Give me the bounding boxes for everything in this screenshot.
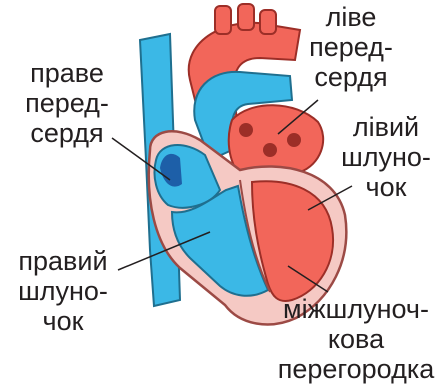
pulmonary-vein-opening: [263, 143, 277, 157]
label-line: сердя: [8, 118, 126, 148]
aortic-branch-1: [215, 6, 231, 34]
label-line: праве: [8, 58, 126, 88]
label-right-ventricle: правий шлуно- чок: [4, 246, 122, 336]
label-line: чок: [330, 172, 442, 202]
aortic-branch-3: [260, 10, 276, 34]
left-atrium: [229, 105, 323, 176]
label-line: міжшлуноч-: [270, 294, 442, 324]
pulmonary-vein-opening: [239, 123, 253, 137]
label-line: сердя: [292, 62, 410, 92]
label-septum: міжшлуноч- кова перегородка: [270, 294, 442, 384]
label-line: перегородка: [270, 354, 442, 384]
label-line: перед-: [292, 32, 410, 62]
label-line: правий: [4, 246, 122, 276]
label-line: лівий: [330, 112, 442, 142]
label-left-ventricle: лівий шлуно- чок: [330, 112, 442, 202]
pulmonary-vein-opening: [287, 133, 301, 147]
label-right-atrium: праве перед- сердя: [8, 58, 126, 148]
label-line: ліве: [292, 2, 410, 32]
label-line: шлуно-: [330, 142, 442, 172]
label-left-atrium: ліве перед- сердя: [292, 2, 410, 92]
label-line: кова: [270, 324, 442, 354]
aortic-branch-2: [238, 4, 254, 30]
label-line: шлуно-: [4, 276, 122, 306]
label-line: перед-: [8, 88, 126, 118]
label-line: чок: [4, 306, 122, 336]
